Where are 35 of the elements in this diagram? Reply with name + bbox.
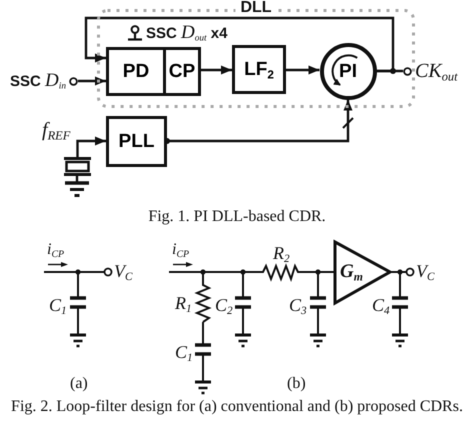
process-block bbox=[106, 47, 166, 96]
arrow bbox=[167, 100, 352, 142]
signal-label: SSC D$_{in}$ bbox=[10, 70, 66, 92]
signal-label: CK$_{out}$ bbox=[415, 60, 458, 82]
arrow bbox=[84, 16, 394, 72]
block-label: PI bbox=[339, 62, 357, 80]
current-label: i$_{CP}$ bbox=[47, 241, 64, 259]
figure-caption: Fig. 1. PI DLL-based CDR. bbox=[148, 208, 326, 226]
capacitor-label: C$_{3}$ bbox=[289, 296, 307, 316]
resistor-label: R$_{2}$ bbox=[273, 244, 290, 264]
current-label: i$_{CP}$ bbox=[172, 241, 190, 259]
signal-label: SSC D$_{out}$ x4 bbox=[146, 22, 228, 44]
subfigure-label: (a) bbox=[70, 375, 88, 394]
crystal-icon bbox=[63, 157, 92, 176]
arrow bbox=[76, 136, 106, 157]
subfigure-label: (b) bbox=[287, 375, 306, 394]
capacitor-label: C$_{2}$ bbox=[215, 296, 233, 316]
capacitor-label: C$_{1}$ bbox=[49, 296, 67, 316]
capacitor-label: C$_{1}$ bbox=[175, 343, 193, 363]
process-block bbox=[163, 47, 201, 96]
block-label: CP bbox=[168, 62, 196, 81]
capacitor-label: C$_{4}$ bbox=[372, 296, 390, 316]
block-label: PD bbox=[122, 62, 150, 81]
voltage-label: V$_{C}$ bbox=[114, 262, 132, 282]
arrow bbox=[286, 66, 320, 74]
amplifier-label: G$_{m}$ bbox=[340, 262, 363, 283]
process-block bbox=[232, 45, 286, 94]
edge-label: f$_{REF}$ bbox=[42, 120, 70, 140]
block-label: LF$_{2}$ bbox=[244, 60, 274, 79]
voltage-label: V$_{C}$ bbox=[416, 262, 434, 282]
block-label: PLL bbox=[118, 132, 154, 151]
process-block bbox=[106, 116, 167, 167]
resistor-label: R$_{1}$ bbox=[175, 294, 192, 314]
arrow bbox=[201, 66, 232, 74]
figure-caption: Fig. 2. Loop-filter design for (a) conventional and (b) proposed CDRs. bbox=[11, 398, 463, 416]
